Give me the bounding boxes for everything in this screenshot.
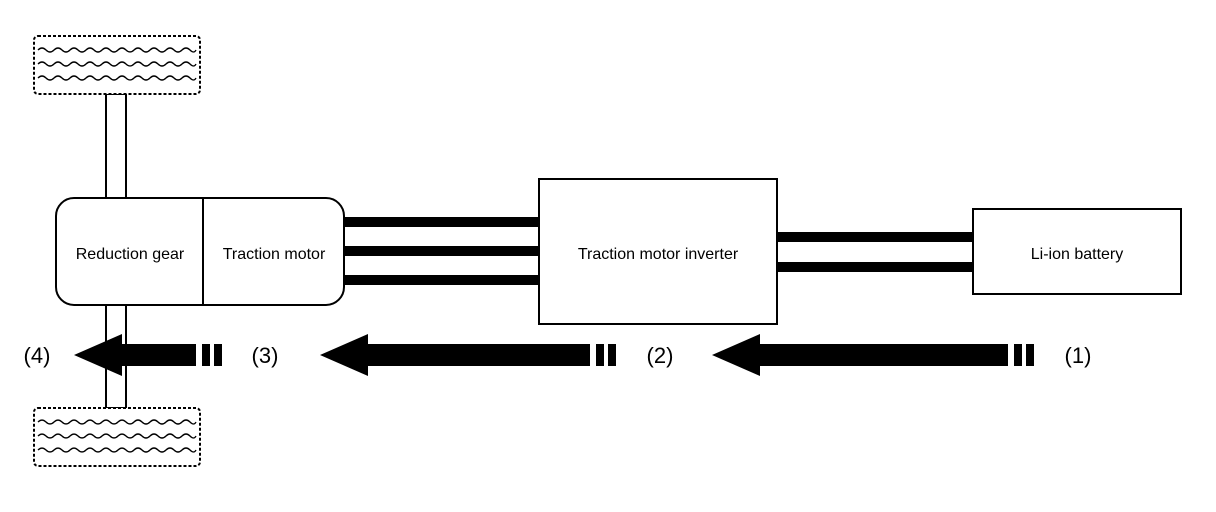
battery-label: Li-ion battery bbox=[1031, 246, 1124, 263]
front-wheel-top bbox=[33, 35, 201, 95]
traction-motor-label: Traction motor bbox=[223, 246, 326, 263]
step-1-label: (1) bbox=[1065, 343, 1092, 368]
step-2-label: (2) bbox=[647, 343, 674, 368]
dc-cables bbox=[777, 232, 973, 272]
front-wheel-bottom bbox=[33, 407, 201, 467]
gear-motor-unit: Reduction gear Traction motor bbox=[55, 197, 345, 306]
flow-arrow-2-to-3 bbox=[320, 334, 616, 376]
step-3-label: (3) bbox=[252, 343, 279, 368]
reduction-gear-label: Reduction gear bbox=[76, 246, 185, 263]
flow-arrow-1-to-2 bbox=[712, 334, 1034, 376]
inverter-box: Traction motor inverter bbox=[538, 178, 778, 325]
inverter-label: Traction motor inverter bbox=[578, 246, 739, 263]
flow-arrow-3-to-4 bbox=[74, 334, 222, 376]
three-phase-cables bbox=[344, 217, 539, 285]
battery-box: Li-ion battery bbox=[972, 208, 1182, 295]
step-4-label: (4) bbox=[24, 343, 51, 368]
